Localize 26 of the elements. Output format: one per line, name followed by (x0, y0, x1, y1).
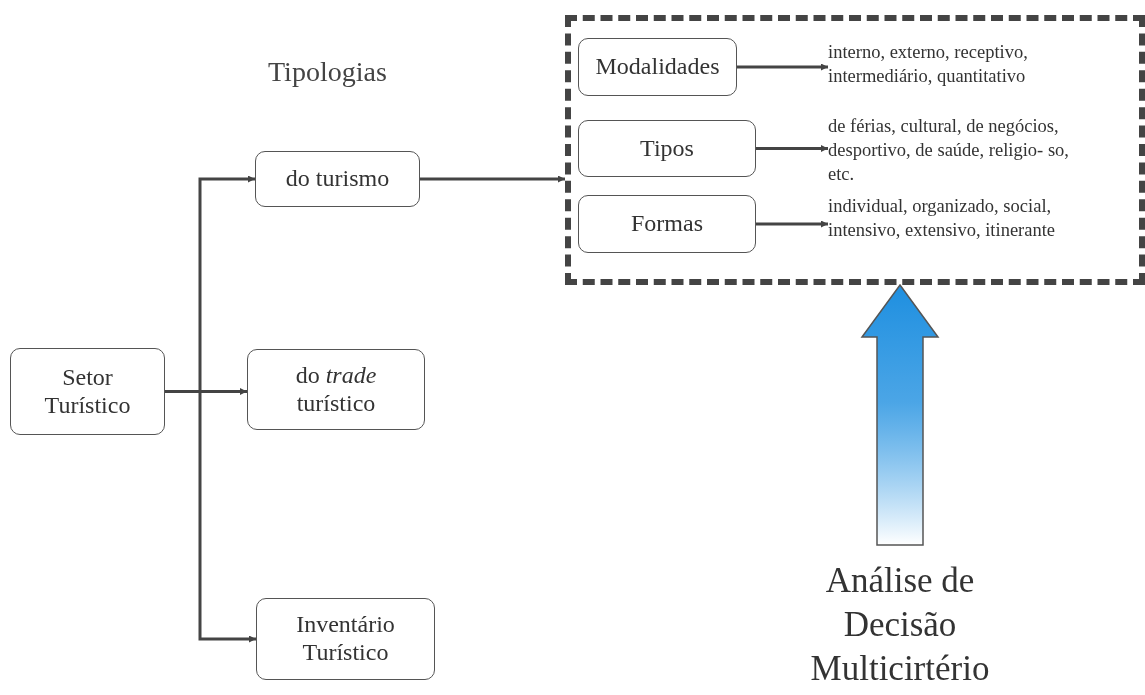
note-text: individual, organizado, social, intensivo, extensivo, itinerante (828, 189, 1128, 247)
process-box (578, 195, 756, 253)
block-arrow (860, 283, 940, 546)
arrow (165, 390, 256, 643)
box-label: Inventário Turístico (295, 611, 396, 667)
process-box (256, 598, 435, 680)
process-box (10, 348, 165, 435)
arrow (756, 145, 828, 152)
arrow (737, 63, 828, 71)
box-label: Setor Turístico (43, 363, 132, 420)
note-text: de férias, cultural, de negócios, desportivo, de saúde, religio- so, etc. (828, 109, 1084, 191)
box-label: do turismo (285, 165, 390, 193)
process-box (247, 349, 425, 430)
caption-text: Análise de Decisão Multicirtério (790, 545, 1010, 690)
arrow (420, 175, 565, 183)
box-label: Tipos (640, 134, 694, 163)
box-label: Modalidades (595, 53, 720, 81)
process-box (578, 120, 756, 177)
box-label: Formas (631, 210, 703, 238)
heading-text: Tipologias (268, 56, 387, 88)
note-text: interno, externo, receptivo, intermediário, quantitativo (828, 36, 1128, 92)
box-label: do trade turístico (294, 361, 378, 418)
arrow (756, 220, 828, 228)
dashed-group-box (565, 15, 1145, 285)
process-box (255, 151, 420, 207)
process-box (578, 38, 737, 96)
